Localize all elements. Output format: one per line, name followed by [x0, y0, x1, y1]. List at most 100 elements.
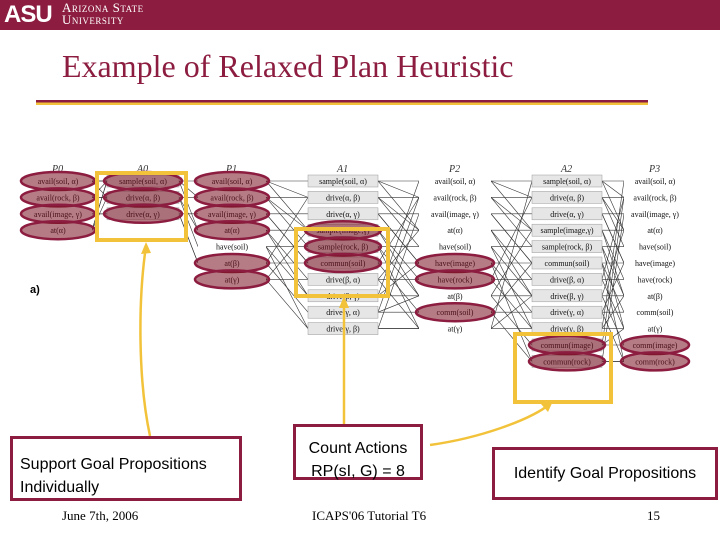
- node-label: avail(image, γ): [631, 210, 679, 219]
- arrow-support-head: [141, 242, 151, 254]
- proposition-node: [419, 224, 491, 237]
- graph-edge: [377, 213, 420, 329]
- graph-edge: [265, 279, 309, 329]
- callout-count-line1: Count Actions: [308, 440, 408, 457]
- arrow-identify: [429, 403, 551, 447]
- callout-identify-text: Identify Goal Propositions: [513, 465, 697, 482]
- relaxed-plan-highlight: [19, 219, 97, 241]
- callout-support-line1: Support Goal Propositions: [20, 456, 207, 473]
- node-label: at(α): [447, 226, 463, 235]
- proposition-node: [419, 207, 491, 220]
- node-label: drive(α, γ): [326, 210, 360, 219]
- graph-edge: [601, 213, 625, 362]
- action-node: [307, 273, 379, 286]
- arrow-support: [139, 245, 152, 437]
- node-label: have(image): [635, 259, 675, 268]
- proposition-node: [624, 207, 686, 220]
- proposition-node: [624, 273, 686, 286]
- relaxed-plan-highlight: [414, 301, 496, 323]
- node-label: at(β): [647, 292, 663, 301]
- proposition-node: [624, 240, 686, 253]
- callout-count-actions: Count Actions RP(sI, G) = 8: [293, 424, 423, 480]
- selection-box-a2: [513, 332, 613, 404]
- level-header: P2: [448, 164, 460, 175]
- asu-logo: ASU: [4, 1, 53, 28]
- graph-edge: [490, 180, 533, 329]
- level-header: A1: [336, 164, 348, 175]
- level-header: P1: [225, 164, 237, 175]
- graph-edge: [601, 180, 625, 198]
- graph-edge: [265, 213, 309, 264]
- node-label: drive(β, γ): [550, 292, 584, 301]
- proposition-node: [419, 289, 491, 302]
- node-label: at(γ): [448, 325, 463, 334]
- relaxed-plan-highlight: [193, 269, 271, 290]
- callout-support-line2: Individually: [20, 479, 100, 496]
- action-node: [531, 207, 603, 221]
- footer-page-number: 15: [647, 508, 660, 523]
- callout-support-goals: Support Goal Propositions Individually: [10, 436, 242, 501]
- graph-edge: [490, 180, 533, 231]
- proposition-node: [419, 175, 491, 187]
- graph-edge: [377, 262, 420, 297]
- title-rule: [36, 100, 648, 105]
- graph-edge: [91, 180, 108, 231]
- graph-edge: [265, 180, 309, 231]
- proposition-node: [624, 175, 686, 187]
- node-label: drive(β, α): [326, 275, 360, 284]
- graph-edge: [377, 180, 420, 198]
- graph-edge: [377, 197, 420, 264]
- node-label: avail(rock, β): [633, 193, 676, 202]
- node-label: avail(image, γ): [431, 210, 479, 219]
- arrow-count-head: [339, 296, 349, 308]
- graph-edge: [178, 180, 199, 231]
- node-label: drive(γ, α): [550, 308, 584, 317]
- node-label: sample(rock, β): [542, 243, 593, 252]
- node-label: at(β): [447, 292, 463, 301]
- node-label: sample(image,γ): [540, 226, 593, 235]
- graph-edge: [601, 279, 625, 329]
- selection-box-a0: [95, 171, 188, 242]
- graph-edge: [377, 180, 420, 296]
- node-label: drive(α, β): [550, 193, 584, 202]
- node-label: avail(soil, α): [435, 177, 476, 186]
- level-header: P0: [51, 164, 63, 175]
- footer-event: ICAPS'06 Tutorial T6: [312, 508, 427, 523]
- relaxed-plan-highlight: [527, 351, 607, 372]
- node-label: avail(soil, α): [635, 177, 676, 186]
- action-node: [531, 240, 603, 253]
- proposition-node: [419, 322, 491, 335]
- action-node: [307, 174, 379, 188]
- node-label: have(soil): [216, 243, 248, 252]
- action-node: [531, 191, 603, 204]
- level-header: A2: [560, 164, 572, 175]
- action-node: [531, 273, 603, 286]
- university-name: Arizona State University: [62, 1, 144, 26]
- proposition-node: [624, 257, 686, 269]
- graph-edge: [490, 180, 533, 198]
- proposition-node: [198, 240, 266, 253]
- graph-edge: [490, 312, 533, 362]
- graph-edge: [490, 279, 533, 329]
- node-label: avail(rock, β): [433, 193, 476, 202]
- graph-edge: [490, 230, 533, 296]
- graph-edge: [91, 197, 108, 231]
- proposition-node: [624, 322, 686, 335]
- callout-count-line2: RP(sI, G) = 8: [311, 463, 405, 480]
- node-label: sample(soil, α): [543, 177, 591, 186]
- graph-edge: [178, 197, 199, 247]
- proposition-node: [624, 191, 686, 204]
- proposition-node: [624, 306, 686, 319]
- node-label: drive(α, β): [326, 193, 360, 202]
- relaxed-plan-highlight: [303, 252, 383, 274]
- relaxed-plan-highlight: [193, 219, 271, 241]
- graph-edge: [377, 180, 420, 231]
- node-label: sample(soil, α): [319, 177, 367, 186]
- proposition-node: [624, 289, 686, 302]
- footer-date: June 7th, 2006: [62, 508, 139, 523]
- graph-edge: [265, 180, 309, 198]
- node-label: have(soil): [439, 243, 471, 252]
- relaxed-plan-highlight: [102, 203, 184, 225]
- proposition-node: [419, 240, 491, 253]
